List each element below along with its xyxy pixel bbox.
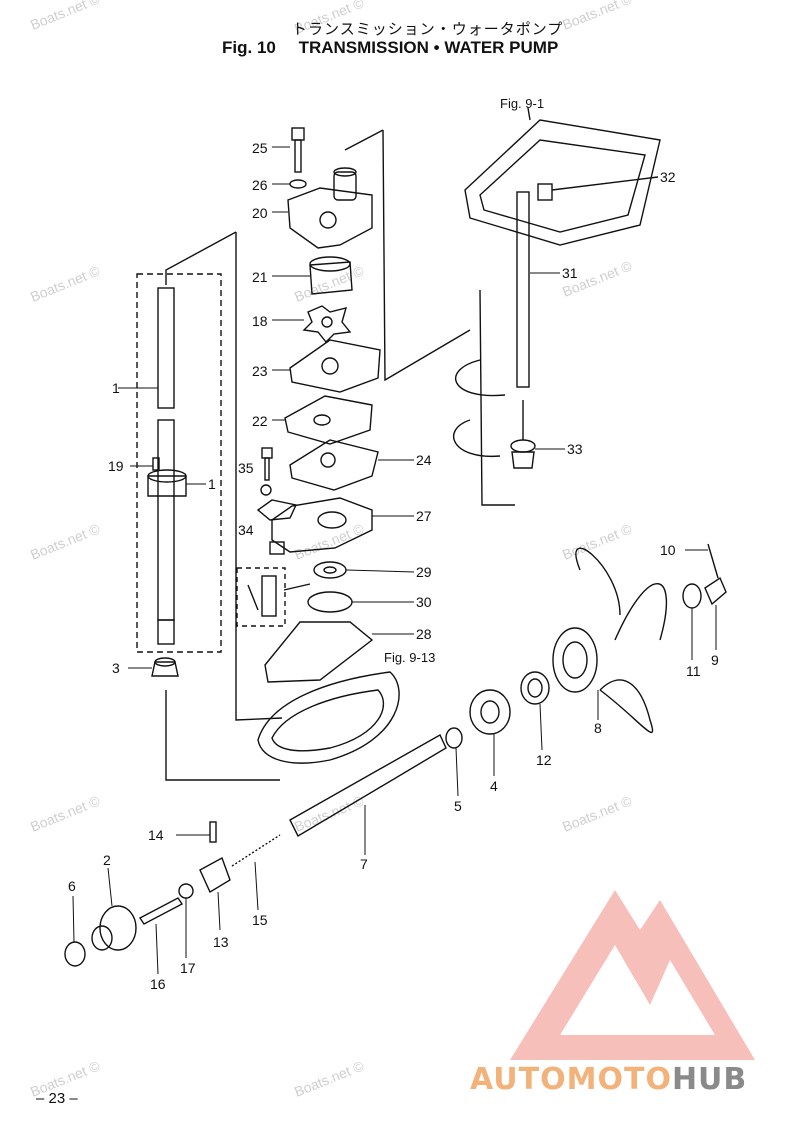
callout-10: 10 [660,542,676,558]
part-12-bushing [520,671,550,705]
ref-label-fig-9-13: Fig. 9-13 [384,650,436,665]
outline-bracket [165,690,280,781]
part-35-bolt [261,447,273,459]
logo-text-part2: HUB [671,1062,748,1097]
part-31-water-tube [516,191,530,388]
logo-text-part1: AUTOMOTO [470,1062,672,1097]
part-3-pinion [151,661,179,677]
callout-11: 11 [686,663,701,679]
part-34-plate [256,499,298,521]
part-6-shim [64,941,86,967]
callout-9: 9 [711,652,719,668]
callout-30: 30 [416,594,432,610]
callout-32: 32 [660,169,676,185]
part-1-drive-shaft [157,287,175,409]
key-group-box [236,567,286,627]
callout-28: 28 [416,626,432,642]
page-title: Fig. 10 TRANSMISSION • WATER PUMP [222,38,558,58]
ref-housing-9-13 [257,671,400,764]
part-4-forward-gear [469,689,511,735]
callout-14: 14 [148,827,164,843]
callout-20: 20 [252,205,268,221]
part-23-gasket [289,339,381,393]
part-22-plate [284,395,373,445]
part-29-seal [313,561,347,579]
part-5-washer [445,727,463,749]
japanese-title: トランスミッション・ウォータポンプ [292,20,564,38]
part-10-cotter-pin [707,543,719,579]
part-11-washer [682,583,702,609]
outline-bracket [235,232,283,721]
callout-6: 6 [68,878,76,894]
part-key [261,575,277,617]
callout-25: 25 [252,140,268,156]
callout-3: 3 [112,660,120,676]
callout-12: 12 [536,752,552,768]
page-number: – 23 – [36,1090,78,1107]
callout-4: 4 [490,778,498,794]
part-33-grommet [511,451,535,469]
ref-frame-9-1 [464,119,661,246]
outline-bracket [382,129,471,382]
callout-31: 31 [562,265,578,281]
callout-8: 8 [594,720,602,736]
part-25-bolt [291,127,305,141]
callout-22: 22 [252,413,268,429]
callout-24: 24 [416,452,432,468]
part-26-washer [289,179,307,189]
callout-21: 21 [252,269,268,285]
part-19-pin [152,457,160,471]
callout-2: 2 [103,852,111,868]
callout-16: 16 [150,976,166,992]
ref-label-fig-9-1: Fig. 9-1 [500,96,545,111]
part-21-liner [309,261,353,295]
part-27-pump-base [271,497,373,553]
part-28-gasket [264,621,374,683]
callout-17: 17 [180,960,196,976]
callout-1-lower: 1 [208,476,216,492]
part-17-collar [178,883,194,899]
callout-29: 29 [416,564,432,580]
part-13-clutch [199,856,231,894]
part-2-reverse-gear [99,905,137,951]
shaft-group-box [136,273,222,653]
part-30-o-ring [307,591,353,613]
callout-27: 27 [416,508,432,524]
part-7-propeller-shaft [289,734,447,837]
part-20-pump-housing [287,187,373,249]
part-24-gasket [289,439,379,491]
callout-35: 35 [238,460,254,476]
part-18-impeller [302,305,352,344]
callout-34: 34 [238,522,254,538]
part-8-propeller [575,547,668,734]
site-logo-text: AUTOMOTOHUB [470,1062,747,1097]
part-14-pin [209,821,217,843]
logo-mark [510,890,755,1060]
figure-label: Fig. 10 [222,38,276,57]
part-15-spring [231,834,281,867]
callout-5: 5 [454,798,462,814]
figure-title: TRANSMISSION • WATER PUMP [298,38,559,57]
callout-1-upper: 1 [112,380,120,396]
part-9-nut [704,576,727,606]
callout-18: 18 [252,313,268,329]
outline-bracket [344,129,384,151]
outline-bracket [165,231,237,285]
callout-23: 23 [252,363,268,379]
callout-15: 15 [252,912,268,928]
part-16-push-rod [138,897,184,925]
callout-7: 7 [360,856,368,872]
callout-19: 19 [108,458,124,474]
callout-13: 13 [213,934,229,950]
callout-26: 26 [252,177,268,193]
callout-33: 33 [567,441,583,457]
